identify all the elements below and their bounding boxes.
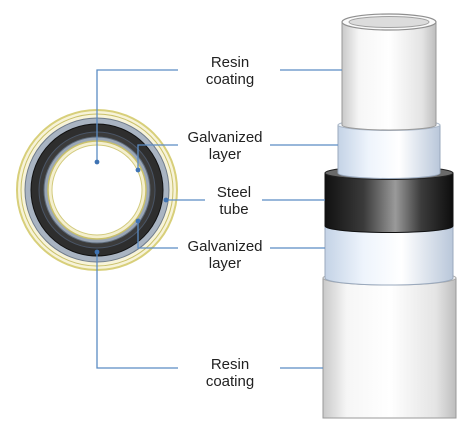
label-resin-coating-bottom: Resin coating	[183, 356, 277, 390]
label-steel-line2: tube	[219, 201, 249, 218]
label-galv-bottom-line1: Galvanized	[187, 238, 263, 255]
pipe-steel-tube	[324, 172, 454, 233]
leader-dot-resin-top	[94, 159, 100, 165]
label-galv-top-line1: Galvanized	[187, 129, 263, 146]
label-galvanized-layer-bottom: Galvanized layer	[180, 238, 270, 272]
pipe-galvanized-bottom	[324, 225, 454, 286]
label-resin-bottom-line1: Resin	[210, 356, 250, 373]
leader-galv-top	[137, 144, 178, 168]
leader-dot-steel	[163, 197, 169, 203]
label-galv-top-line2: layer	[208, 146, 242, 163]
label-resin-top-line2: coating	[205, 71, 255, 88]
label-galv-bottom-line2: layer	[208, 255, 242, 272]
label-galvanized-layer-top: Galvanized layer	[180, 129, 270, 163]
pipe-resin-bottom	[322, 277, 457, 419]
pipe-stack	[322, 13, 457, 419]
leader-dot-resin-bottom	[94, 249, 100, 255]
pipe-top-opening-inner	[348, 16, 430, 28]
leader-dot-galv-bottom	[135, 218, 141, 224]
label-resin-bottom-line2: coating	[205, 373, 255, 390]
label-resin-top-line1: Resin	[210, 54, 250, 71]
leader-galv-bottom	[137, 222, 178, 249]
leader-lines	[96, 69, 342, 369]
pipe-resin-top	[341, 21, 437, 131]
cross-section	[16, 109, 178, 271]
leader-resin-top	[96, 69, 178, 160]
label-resin-coating-top: Resin coating	[183, 54, 277, 88]
label-steel-line1: Steel	[216, 184, 252, 201]
leader-resin-bottom	[96, 252, 178, 369]
leader-dot-galv-top	[135, 167, 141, 173]
pipe-galvanized-top	[337, 124, 441, 179]
label-steel-tube: Steel tube	[207, 184, 261, 218]
leader-dots	[94, 159, 169, 255]
